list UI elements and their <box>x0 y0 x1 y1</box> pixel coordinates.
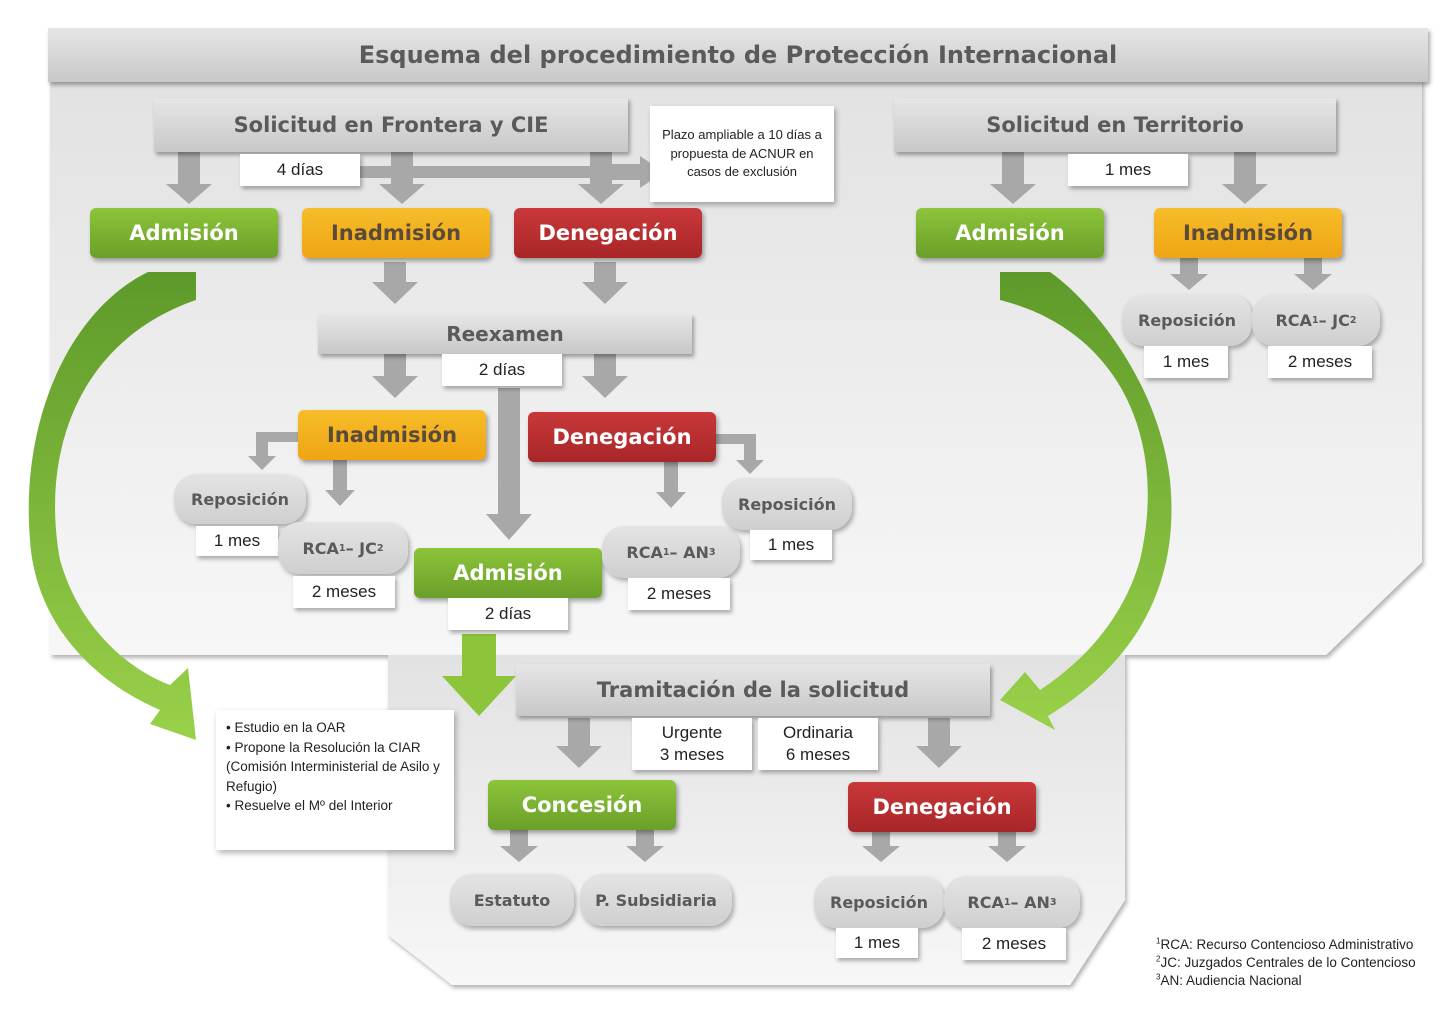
reexamen-den-rca-plazo: 2 meses <box>628 578 730 610</box>
reexamen-den-reposicion-plazo: 1 mes <box>750 530 832 560</box>
footnote-ref: 1 <box>1311 314 1319 326</box>
tramitacion-concesion: Concesión <box>488 780 676 830</box>
frontera-header: Solicitud en Frontera y CIE <box>154 98 628 152</box>
legend: 1RCA: Recurso Contencioso Administrativo… <box>1156 936 1416 991</box>
urgente-label: Urgente <box>661 722 723 742</box>
tramitacion-estatuto: Estatuto <box>450 874 574 926</box>
legend-num: 1 <box>1156 936 1161 946</box>
legend-item: 1RCA: Recurso Contencioso Administrativo <box>1156 936 1416 954</box>
tramitacion-urgente: Urgente 3 meses <box>632 718 752 770</box>
grey-arrows <box>166 152 1332 862</box>
reexamen-inad-rca-plazo: 2 meses <box>293 576 395 608</box>
footnote-ref: 2 <box>376 542 384 554</box>
reexamen-admision: Admisión <box>414 548 602 598</box>
frontera-inadmision: Inadmisión <box>302 208 490 258</box>
rca-label: RCA <box>967 892 1004 912</box>
frontera-denegacion: Denegación <box>514 208 702 258</box>
rca-court-label: – AN <box>669 542 709 562</box>
reexamen-denegacion: Denegación <box>528 412 716 462</box>
territorio-inadmision: Inadmisión <box>1154 208 1342 258</box>
legend-num: 3 <box>1156 972 1161 982</box>
rca-court-label: – JC <box>1318 310 1350 330</box>
urgente-plazo: 3 meses <box>659 745 725 764</box>
admision-down-green-arrow <box>442 634 516 716</box>
reexamen-plazo: 2 días <box>442 354 562 386</box>
footnote-ref: 3 <box>708 546 716 558</box>
rca-court-label: – AN <box>1010 892 1050 912</box>
bullet-item: Resuelve el Mº del Interior <box>226 796 444 816</box>
reexamen-header: Reexamen <box>318 314 692 354</box>
legend-num: 2 <box>1156 954 1161 964</box>
tramitacion-header: Tramitación de la solicitud <box>516 664 990 716</box>
frontera-admision: Admisión <box>90 208 278 258</box>
legend-text: AN: Audiencia Nacional <box>1160 973 1302 989</box>
page-title: Esquema del procedimiento de Protección … <box>48 28 1428 82</box>
reexamen-inad-reposicion: Reposición <box>174 474 306 524</box>
tramitacion-rca-plazo: 2 meses <box>962 928 1066 960</box>
territorio-header: Solicitud en Territorio <box>894 98 1336 152</box>
legend-text: JC: Juzgados Centrales de lo Contencioso <box>1160 955 1416 971</box>
reexamen-inadmision: Inadmisión <box>298 410 486 460</box>
territorio-admision: Admisión <box>916 208 1104 258</box>
legend-item: 2JC: Juzgados Centrales de lo Contencios… <box>1156 954 1416 972</box>
tramitacion-reposicion: Reposición <box>814 876 944 928</box>
territorio-plazo: 1 mes <box>1068 154 1188 186</box>
footnote-ref: 3 <box>1049 896 1057 908</box>
legend-item: 3AN: Audiencia Nacional <box>1156 972 1416 990</box>
bullet-item: Propone la Resolución la CIAR (Comisión … <box>226 738 444 797</box>
territorio-rca-plazo: 2 meses <box>1268 346 1372 378</box>
footnote-ref: 2 <box>1349 314 1357 326</box>
rca-label: RCA <box>302 538 339 558</box>
frontera-plazo: 4 días <box>240 154 360 186</box>
ordinaria-label: Ordinaria <box>783 722 853 742</box>
footnote-ref: 1 <box>338 542 346 554</box>
frontera-nota: Plazo ampliable a 10 días a propuesta de… <box>650 106 834 202</box>
tramitacion-ordinaria: Ordinaria 6 meses <box>758 718 878 770</box>
reexamen-den-reposicion: Reposición <box>722 478 852 530</box>
footnote-ref: 1 <box>1003 896 1011 908</box>
left-green-curve-arrow <box>28 272 196 740</box>
tramitacion-bullets: Estudio en la OAR Propone la Resolución … <box>216 710 454 850</box>
bullet-item: Estudio en la OAR <box>226 718 444 738</box>
legend-text: RCA: Recurso Contencioso Administrativo <box>1160 937 1414 952</box>
ordinaria-plazo: 6 meses <box>785 745 851 764</box>
reexamen-inad-reposicion-plazo: 1 mes <box>196 526 278 556</box>
rca-court-label: – JC <box>345 538 377 558</box>
footnote-ref: 1 <box>662 546 670 558</box>
tramitacion-reposicion-plazo: 1 mes <box>836 928 918 958</box>
territorio-reposicion: Reposición <box>1122 294 1252 346</box>
territorio-reposicion-plazo: 1 mes <box>1144 346 1228 378</box>
reexamen-admision-plazo: 2 días <box>448 598 568 630</box>
tramitacion-subsidiaria: P. Subsidiaria <box>580 874 732 926</box>
tramitacion-denegacion: Denegación <box>848 782 1036 832</box>
rca-label: RCA <box>626 542 663 562</box>
right-green-curve-arrow <box>1000 272 1172 730</box>
rca-label: RCA <box>1275 310 1312 330</box>
